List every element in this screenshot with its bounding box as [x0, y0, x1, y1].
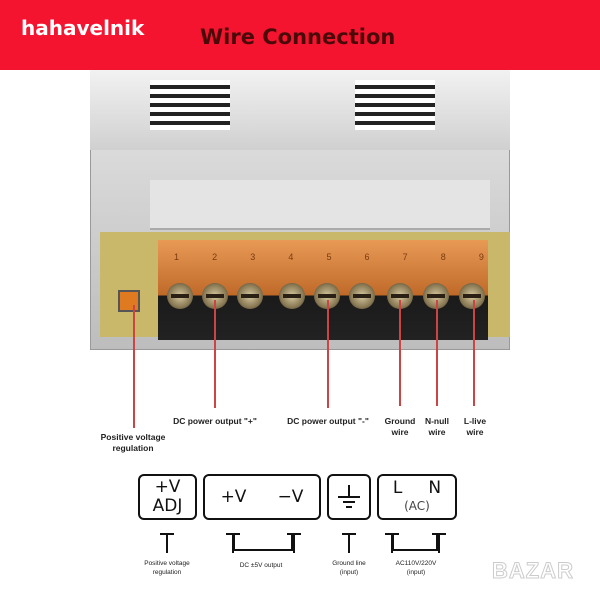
caption-dc: DC ±5V output — [239, 562, 283, 569]
terminal-symbol — [226, 533, 240, 553]
caption-ac-1: AC110V/220V — [395, 560, 437, 567]
caption-ground-1: Ground line — [332, 560, 366, 567]
caption-ac-2: (input) — [406, 569, 426, 576]
callout-line — [327, 300, 329, 408]
label-dc-output-plus: DC power output "+" — [173, 416, 257, 426]
terminal-symbol — [385, 533, 399, 553]
dc-minus: −V — [277, 487, 304, 507]
legend-ground-box — [327, 474, 371, 520]
terminal-number: 8 — [440, 252, 446, 262]
terminal-symbol — [287, 533, 301, 553]
terminal-symbol — [160, 533, 174, 553]
brand-name: hahavelnik — [21, 16, 145, 40]
caption-ground-2: (input) — [339, 569, 359, 576]
terminal-symbol — [342, 533, 356, 553]
bracket-dc — [233, 535, 293, 551]
page-title: Wire Connection — [200, 25, 396, 49]
adj-line2: ADJ — [152, 496, 183, 516]
label-ground-wire: Ground wire — [384, 416, 416, 437]
label-dc-output-minus: DC power output "-" — [287, 416, 369, 426]
caption-adj: Positive voltage regulation — [144, 560, 190, 576]
bracket-ac — [392, 535, 438, 551]
callout-line — [473, 300, 475, 406]
header-banner: hahavelnik Wire Connection — [0, 0, 600, 70]
callout-line — [214, 300, 216, 408]
terminal-number: 4 — [288, 252, 294, 262]
terminal-number: 2 — [212, 252, 218, 262]
callout-line — [399, 300, 401, 406]
legend-dc-box: +V −V — [203, 474, 321, 520]
terminal-symbol — [432, 533, 446, 553]
legend-ac-box: L N (AC) — [377, 474, 457, 520]
ground-icon — [338, 485, 360, 508]
label-n-null-wire: N-null wire — [424, 416, 450, 437]
ac-n: N — [428, 478, 442, 498]
ac-sub: (AC) — [404, 499, 430, 513]
adj-line1: +V — [154, 477, 181, 497]
callout-line — [436, 300, 438, 406]
legend-adj-box: +V ADJ — [138, 474, 197, 520]
dc-plus: +V — [220, 487, 247, 507]
terminal-number: 5 — [326, 252, 332, 262]
terminal-number: 1 — [174, 252, 180, 262]
label-positive-voltage-regulation: Positive voltage regulation — [100, 432, 166, 453]
terminal-number: 9 — [478, 252, 484, 262]
terminal-number: 3 — [250, 252, 256, 262]
terminal-number: 6 — [364, 252, 370, 262]
watermark-logo: BAZAR — [492, 558, 574, 584]
terminal-number: 7 — [402, 252, 408, 262]
callout-line — [133, 305, 135, 428]
ac-l: L — [392, 478, 403, 498]
label-l-live-wire: L-live wire — [463, 416, 487, 437]
